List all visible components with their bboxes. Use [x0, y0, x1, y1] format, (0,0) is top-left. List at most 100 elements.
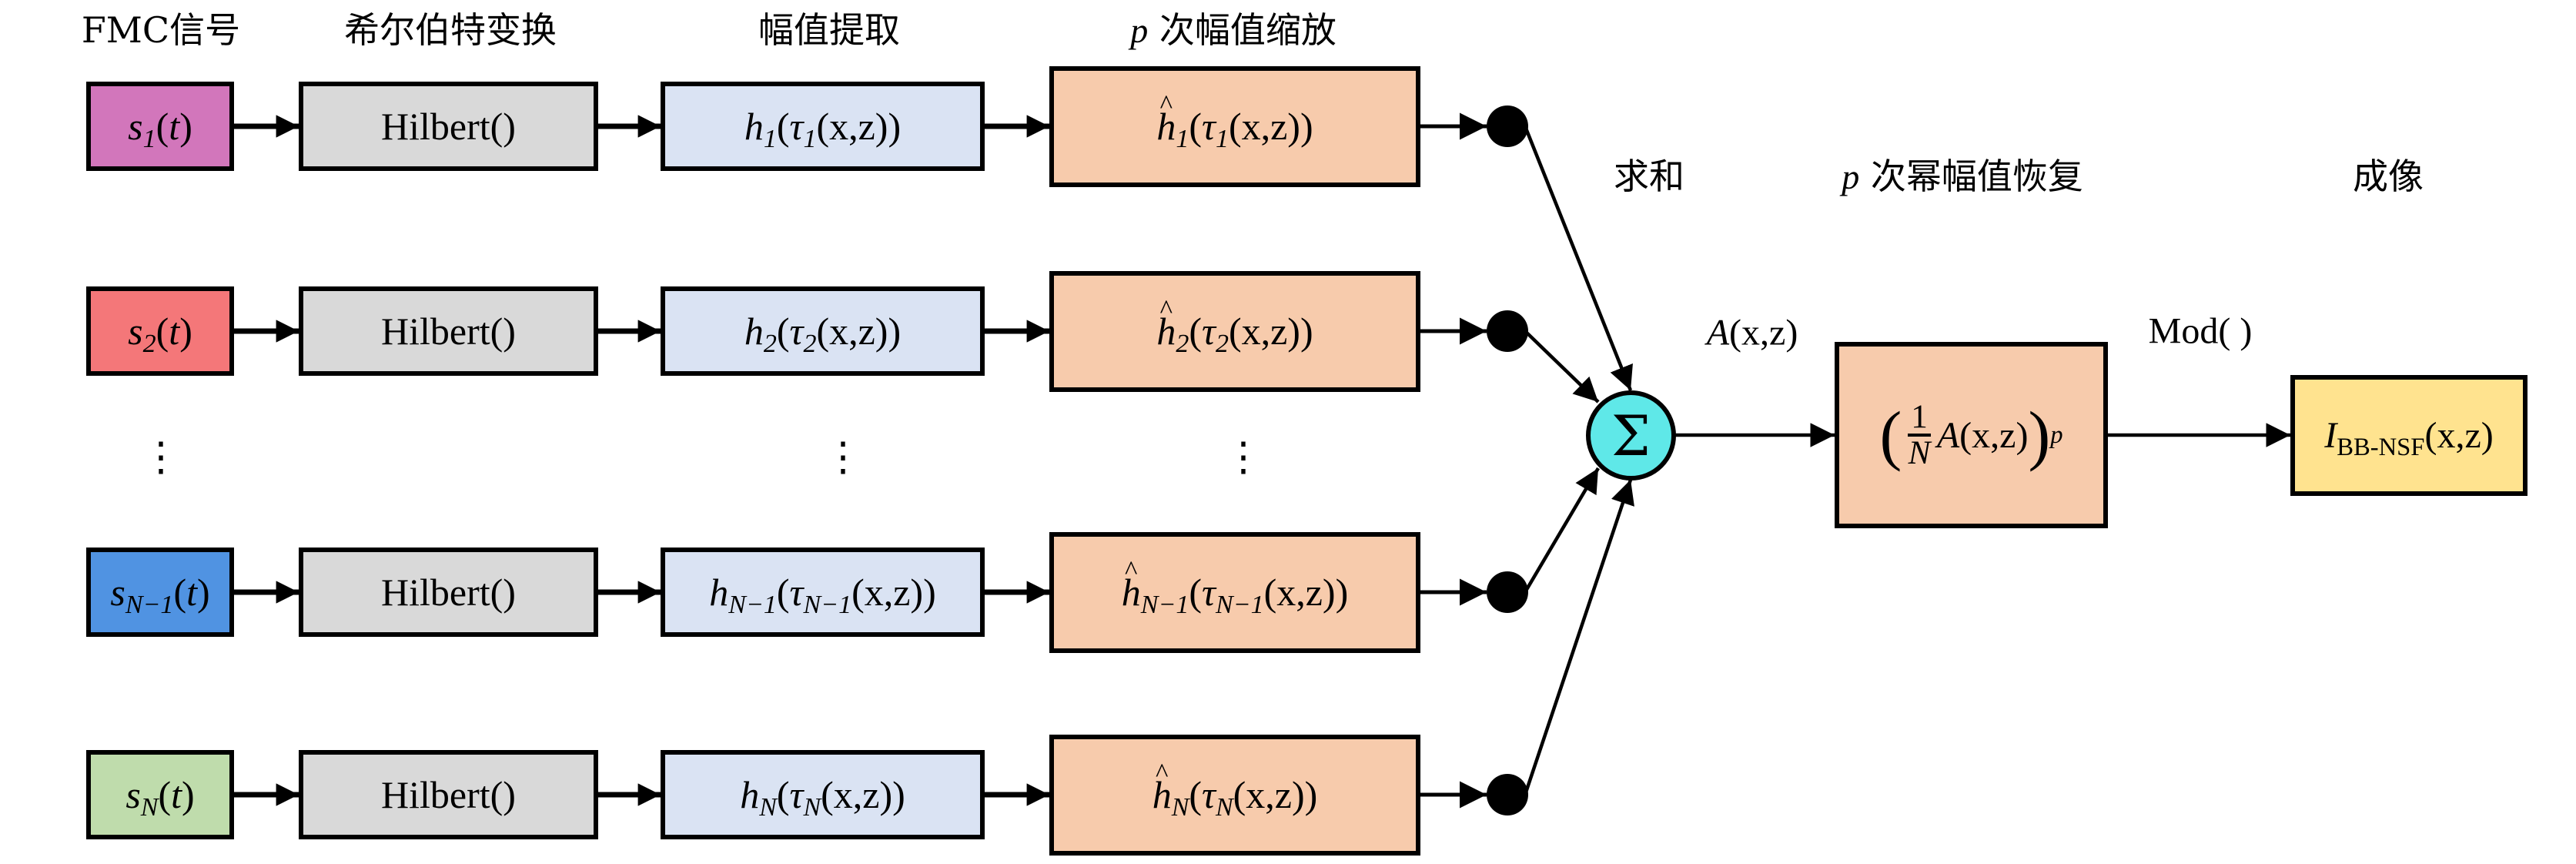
arrow-node-to-sum — [1524, 467, 1600, 594]
ellipsis-envelopes: ⋮ — [823, 437, 863, 477]
signal-subscript: N — [140, 793, 159, 822]
envelope-arg: (x,z) — [851, 571, 924, 614]
recovery-body-base: A — [1936, 414, 1960, 456]
tau-subscript: 1 — [1215, 125, 1229, 154]
sum-output-base: A — [1706, 312, 1730, 353]
ellipsis-glyph: ⋮ — [823, 435, 863, 480]
scaled-subscript: 1 — [1176, 125, 1189, 154]
signal-arg-close: ) — [182, 773, 195, 816]
scaled-subscript: N — [1171, 793, 1189, 822]
scaled-base-hat: h — [1122, 570, 1141, 615]
arrow-node-to-sum — [1523, 126, 1633, 391]
signal-arg-close: ) — [179, 310, 192, 353]
signal-time-var: t — [171, 773, 182, 816]
hilbert-box: Hilbert() — [299, 286, 598, 376]
scaled-subscript: N−1 — [1140, 591, 1189, 620]
signal-base: s — [128, 105, 143, 148]
recovery-body-arg: (x,z) — [1959, 414, 2029, 456]
fraction-numerator: 1 — [1908, 400, 1931, 437]
hilbert-label: Hilbert() — [381, 105, 516, 148]
sigma-icon: Σ — [1611, 403, 1651, 468]
envelope-base: h — [744, 105, 764, 148]
signal-base: s — [125, 773, 141, 816]
fmc-signal-box: sN−1(t) — [86, 548, 234, 637]
header-p-amplitude-scaling: p 次幅值缩放 — [1130, 2, 1337, 53]
hilbert-box: Hilbert() — [299, 82, 598, 171]
header-summation: 求和 — [1614, 156, 1684, 197]
tau-subscript: 2 — [1215, 330, 1229, 359]
signal-base: s — [128, 310, 143, 353]
fmc-signal-box: sN(t) — [86, 750, 234, 839]
header-p-power-recovery: p 次幂幅值恢复 — [1842, 149, 2083, 199]
tau-symbol: τ — [789, 105, 804, 148]
signal-time-var: t — [169, 310, 180, 353]
scaled-arg: (x,z) — [1228, 105, 1300, 148]
ellipsis-glyph: ⋮ — [1223, 435, 1263, 480]
hilbert-box: Hilbert() — [299, 750, 598, 839]
header-hilbert-transform: 希尔伯特变换 — [344, 9, 557, 51]
scaled-amplitude-box: h2(τ2(x,z)) — [1049, 270, 1420, 392]
summation-node: Σ — [1586, 390, 1676, 481]
tau-subscript: 1 — [803, 125, 817, 154]
fmc-signal-box: s1(t) — [86, 82, 234, 171]
sum-output-arg: (x,z) — [1729, 312, 1798, 353]
tau-symbol: τ — [1202, 773, 1216, 816]
header-fmc-signal: FMC信号 — [81, 9, 241, 51]
scaled-amplitude-box: hN(τN(x,z)) — [1049, 734, 1420, 856]
hilbert-label: Hilbert() — [381, 310, 516, 353]
scaled-base-hat: h — [1153, 772, 1172, 817]
tau-subscript: N−1 — [803, 591, 852, 620]
scaled-arg: (x,z) — [1263, 571, 1336, 614]
header-amplitude-extraction: 幅值提取 — [758, 9, 900, 51]
signal-arg-open: ( — [173, 571, 187, 614]
junction-dot — [1487, 310, 1528, 352]
power-recovery-box: ( 1 N A(x,z) ) p — [1835, 342, 2108, 528]
envelope-box: hN(τN(x,z)) — [661, 750, 985, 839]
tau-subscript: N — [803, 793, 821, 822]
tau-symbol: τ — [789, 571, 804, 614]
scaled-amplitude-box: hN−1(τN−1(x,z)) — [1049, 531, 1420, 653]
signal-arg-open: ( — [158, 773, 172, 816]
tau-subscript: N — [1215, 793, 1233, 822]
junction-dot — [1487, 571, 1528, 613]
envelope-base: h — [740, 773, 760, 816]
signal-subscript: 1 — [142, 125, 156, 154]
envelope-subscript: N−1 — [728, 591, 777, 620]
arrow-node-to-sum — [1524, 330, 1600, 404]
tau-subscript: N−1 — [1215, 591, 1264, 620]
scaled-base-hat: h — [1156, 104, 1176, 149]
envelope-subscript: 2 — [763, 330, 777, 359]
hilbert-box: Hilbert() — [299, 548, 598, 637]
fraction-denominator: N — [1908, 435, 1931, 471]
header-p-recovery-text: 次幂幅值恢复 — [1870, 156, 2083, 197]
signal-arg-close: ) — [179, 105, 192, 148]
ellipsis-signals: ⋮ — [141, 437, 181, 477]
envelope-arg: (x,z) — [816, 310, 888, 353]
signal-subscript: N−1 — [125, 591, 174, 620]
ellipsis-glyph: ⋮ — [141, 435, 181, 480]
envelope-arg: (x,z) — [821, 773, 893, 816]
recovery-exponent: p — [2050, 420, 2063, 449]
output-subscript: BB-NSF — [2337, 433, 2425, 461]
tau-subscript: 2 — [803, 330, 817, 359]
tau-symbol: τ — [1202, 105, 1216, 148]
signal-arg-open: ( — [156, 105, 169, 148]
signal-base: s — [110, 571, 125, 614]
scaled-amplitude-box: h1(τ1(x,z)) — [1049, 65, 1420, 187]
tau-symbol: τ — [789, 310, 804, 353]
envelope-box: h2(τ2(x,z)) — [661, 286, 985, 376]
hilbert-label: Hilbert() — [381, 773, 516, 816]
scaled-arg: (x,z) — [1228, 310, 1300, 353]
image-output-box: IBB-NSF(x,z) — [2290, 375, 2527, 496]
envelope-arg: (x,z) — [816, 105, 888, 148]
arrow-node-to-sum — [1523, 479, 1634, 795]
envelope-subscript: 1 — [763, 125, 777, 154]
ellipsis-scaled: ⋮ — [1223, 437, 1263, 477]
output-base: I — [2324, 415, 2337, 456]
fmc-signal-box: s2(t) — [86, 286, 234, 376]
signal-subscript: 2 — [142, 330, 156, 359]
mod-label: Mod( ) — [2148, 310, 2253, 352]
envelope-box: h1(τ1(x,z)) — [661, 82, 985, 171]
recovery-open-paren: ( — [1879, 397, 1902, 472]
recovery-fraction: 1 N — [1908, 400, 1931, 470]
